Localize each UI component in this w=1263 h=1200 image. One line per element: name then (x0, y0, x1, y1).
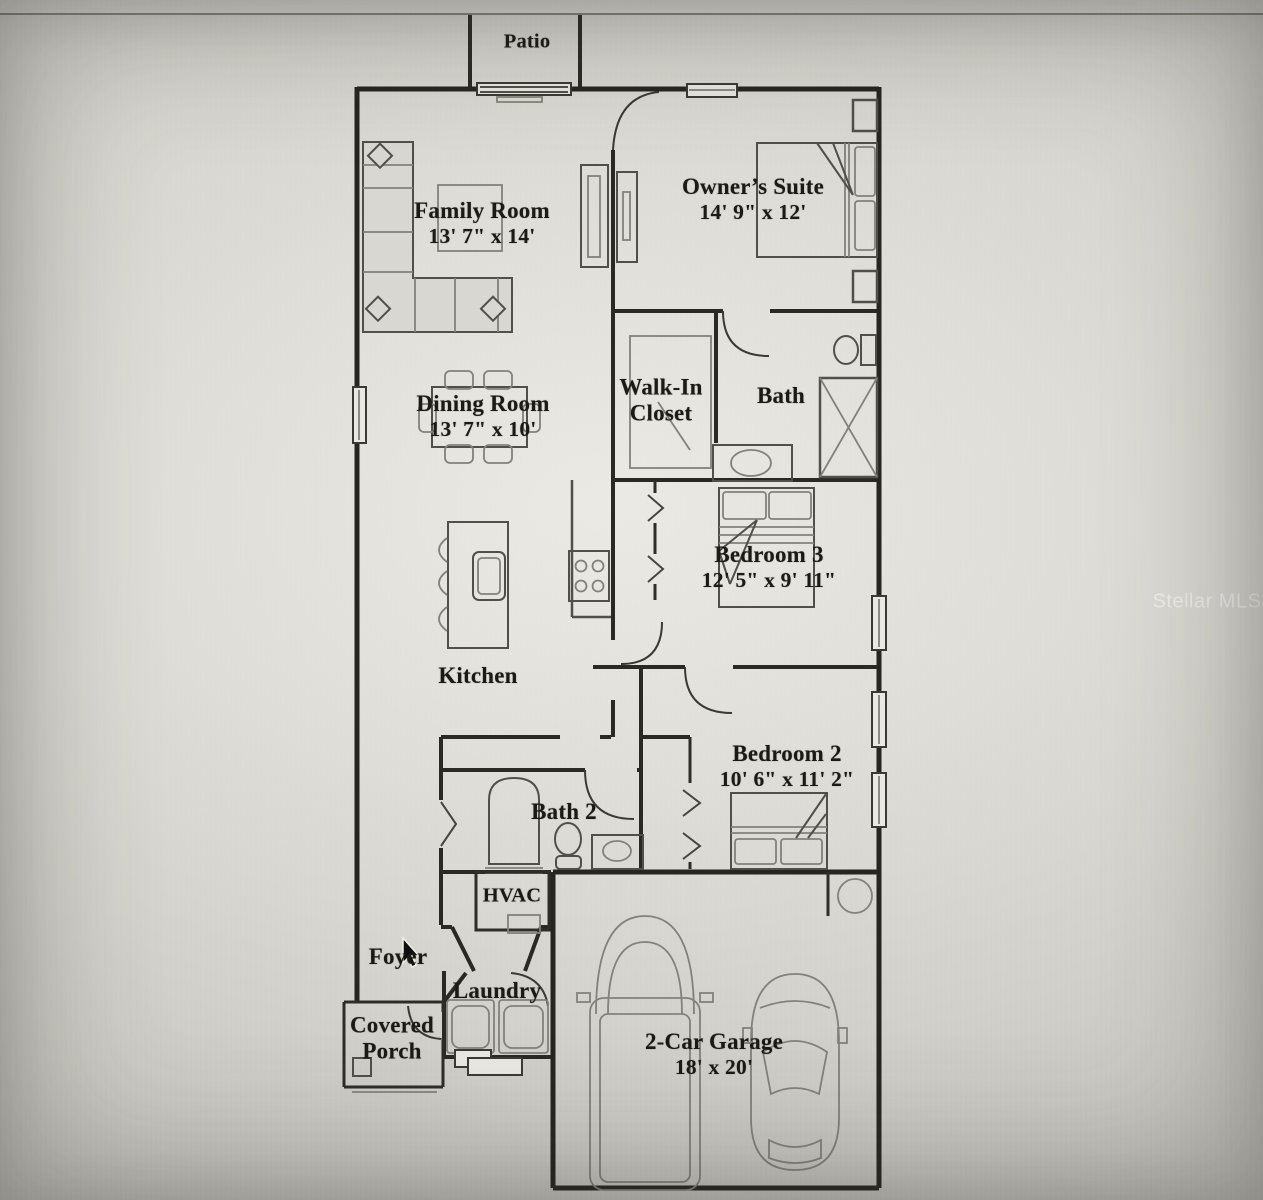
label-bath: Bath (756, 383, 806, 409)
kitchen-stove (568, 480, 611, 619)
laundry-machines (446, 999, 549, 1054)
dining-table (418, 370, 541, 464)
owners-bath-fixtures (712, 334, 879, 482)
label-bedroom-2: Bedroom 2 10' 6" x 11' 2" (719, 741, 855, 791)
label-foyer: Foyer (368, 944, 428, 970)
bath2-fixtures (485, 776, 644, 874)
label-family-room: Family Room 13' 7" x 14' (414, 198, 550, 248)
bedroom2-bed (730, 792, 828, 870)
label-walk-in-closet: Walk-In Closet (619, 374, 703, 425)
label-patio: Patio (503, 30, 551, 53)
label-garage: 2-Car Garage 18' x 20' (644, 1029, 784, 1079)
label-hvac: HVAC (482, 884, 542, 907)
garage-steps (454, 1049, 523, 1076)
garage-truck (576, 915, 714, 1191)
patio-walls (468, 15, 582, 103)
label-owners-suite: Owner’s Suite 14' 9" x 12' (681, 174, 825, 224)
mouse-cursor (402, 936, 421, 969)
stellar-mls-watermark: Stellar MLS (1152, 590, 1262, 613)
garage-car (742, 973, 848, 1171)
sectional-sofa (362, 141, 513, 333)
label-bath-2: Bath 2 (531, 799, 597, 825)
panel-doors (580, 164, 638, 268)
screen-top-band (0, 0, 1263, 13)
water-heater (837, 878, 873, 914)
screen-top-edge-line (0, 13, 1263, 15)
bedroom3-bed (718, 487, 815, 608)
label-bedroom-3: Bedroom 3 12' 5" x 9' 11" (701, 542, 837, 592)
hvac-closet (474, 870, 551, 934)
label-laundry: Laundry (452, 978, 542, 1004)
label-kitchen: Kitchen (438, 663, 518, 689)
owners-suite-bed (756, 98, 879, 304)
window-markers (352, 83, 887, 828)
door-arcs (407, 91, 770, 1040)
bifold-door-symbols (440, 494, 702, 860)
coffee-table (437, 184, 503, 252)
kitchen-island (438, 521, 509, 649)
label-dining-room: Dining Room 13' 7" x 10' (416, 391, 550, 441)
label-covered-porch: Covered Porch (349, 1012, 434, 1063)
closet-shelving (629, 335, 712, 469)
